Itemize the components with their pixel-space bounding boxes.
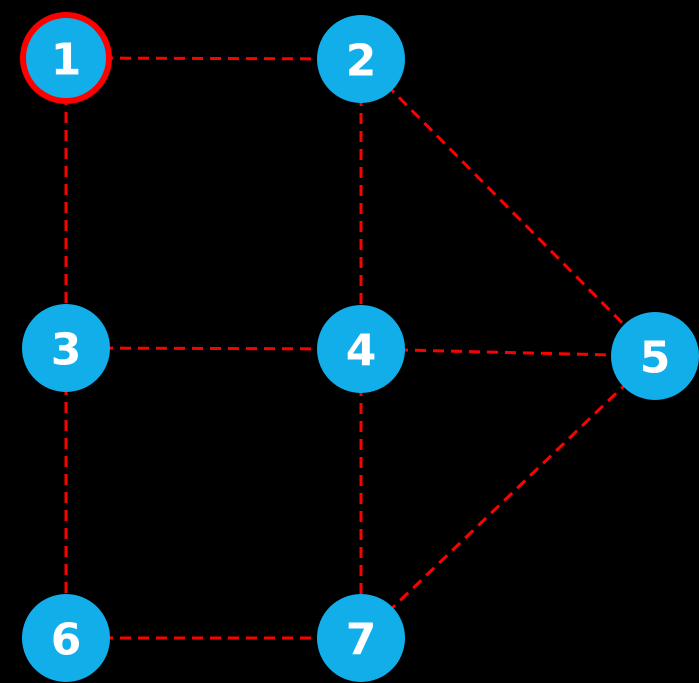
edge-4-5 bbox=[360, 347, 656, 358]
node-2[interactable]: 2 bbox=[317, 15, 405, 103]
node-5[interactable]: 5 bbox=[611, 312, 699, 400]
node-6[interactable]: 6 bbox=[22, 594, 110, 682]
node-circle bbox=[22, 594, 110, 682]
node-circle bbox=[317, 594, 405, 682]
edges-layer bbox=[64, 56, 657, 640]
node-7[interactable]: 7 bbox=[317, 594, 405, 682]
node-circle bbox=[611, 312, 699, 400]
node-circle bbox=[22, 304, 110, 392]
edge-3-4 bbox=[65, 346, 362, 351]
node-circle bbox=[317, 305, 405, 393]
node-3[interactable]: 3 bbox=[22, 304, 110, 392]
edge-2-5 bbox=[359, 57, 657, 358]
node-1[interactable]: 1 bbox=[20, 12, 112, 104]
node-4[interactable]: 4 bbox=[317, 305, 405, 393]
edge-1-2 bbox=[65, 56, 362, 61]
edge-5-7 bbox=[359, 354, 657, 640]
node-circle bbox=[317, 15, 405, 103]
node-circle-highlighted bbox=[20, 12, 112, 104]
